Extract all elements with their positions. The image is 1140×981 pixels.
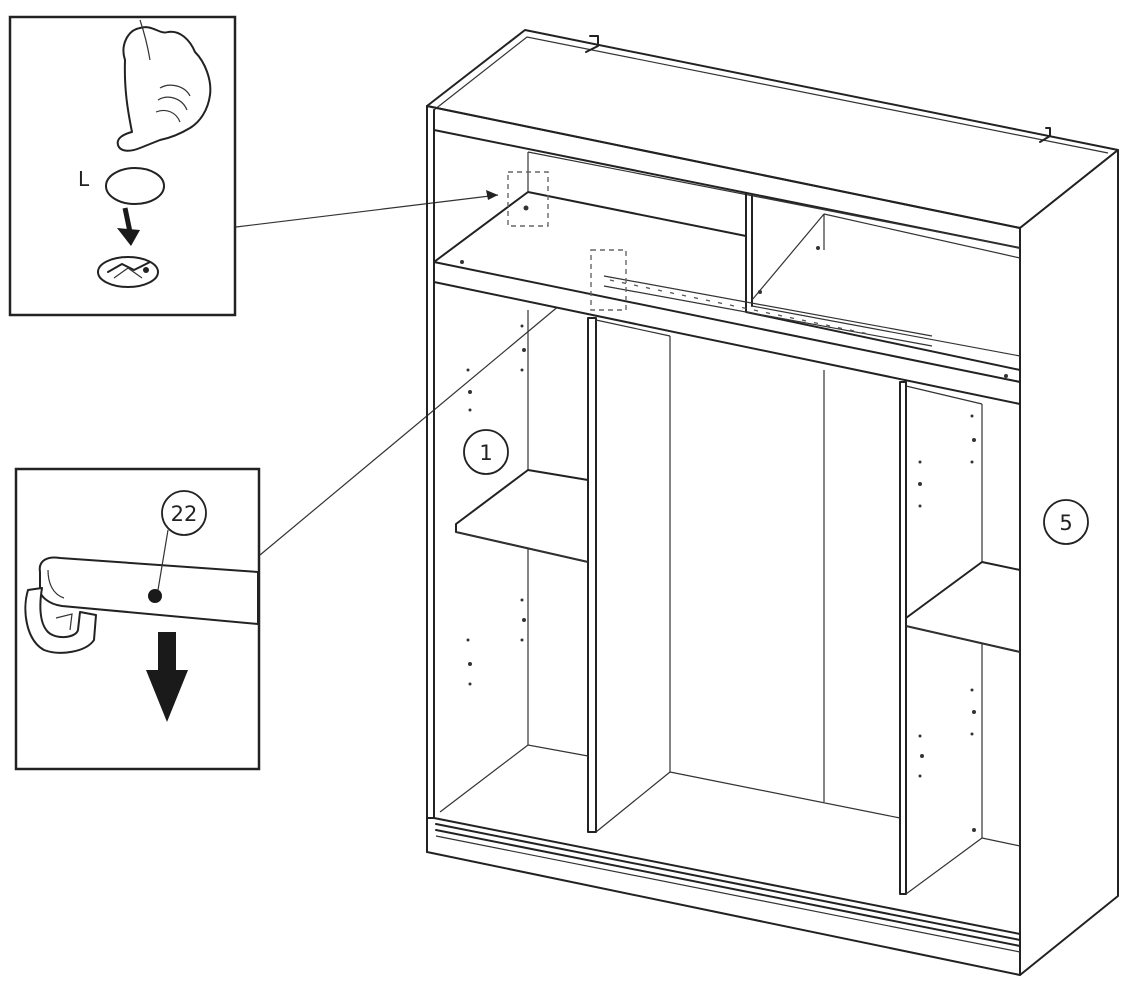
highlight-box-rail [590,249,627,311]
panel-callout-left: 1 [463,429,509,475]
rail-bracket [24,587,97,654]
bottom-base [426,817,1021,976]
panel-callout-right: 5 [1043,499,1089,545]
wardrobe-drawing: 1 5 [426,29,1119,976]
part-number-callout [161,490,207,536]
panel-number-right: 5 [1059,511,1072,535]
system-holes-right [918,414,976,832]
left-divider [587,317,597,833]
inset-cap-detail: L [8,15,237,317]
cover-cap [105,167,165,205]
panel-number-left: 1 [479,441,492,465]
right-divider [899,381,907,895]
part-number-label: 22 [171,502,198,526]
arrow-down-icon [146,632,188,722]
middle-rail [433,261,1021,405]
inset-rail-detail: 22 [14,467,261,771]
right-shelf [905,561,1021,653]
left-shelf [455,469,589,563]
cam-lock-icon [97,256,159,288]
leader-line-top [235,194,499,228]
hole-row [609,279,867,335]
leader-arrow-top [486,190,498,200]
rail-hole-dot [148,589,162,603]
hand-icon [116,19,212,152]
highlight-box-top [507,171,549,227]
leader-line-bottom [259,279,591,556]
part-letter-label: L [78,167,90,191]
arrow-down-icon [117,207,140,246]
system-holes-left [466,324,526,686]
right-side-panel [1019,149,1119,976]
